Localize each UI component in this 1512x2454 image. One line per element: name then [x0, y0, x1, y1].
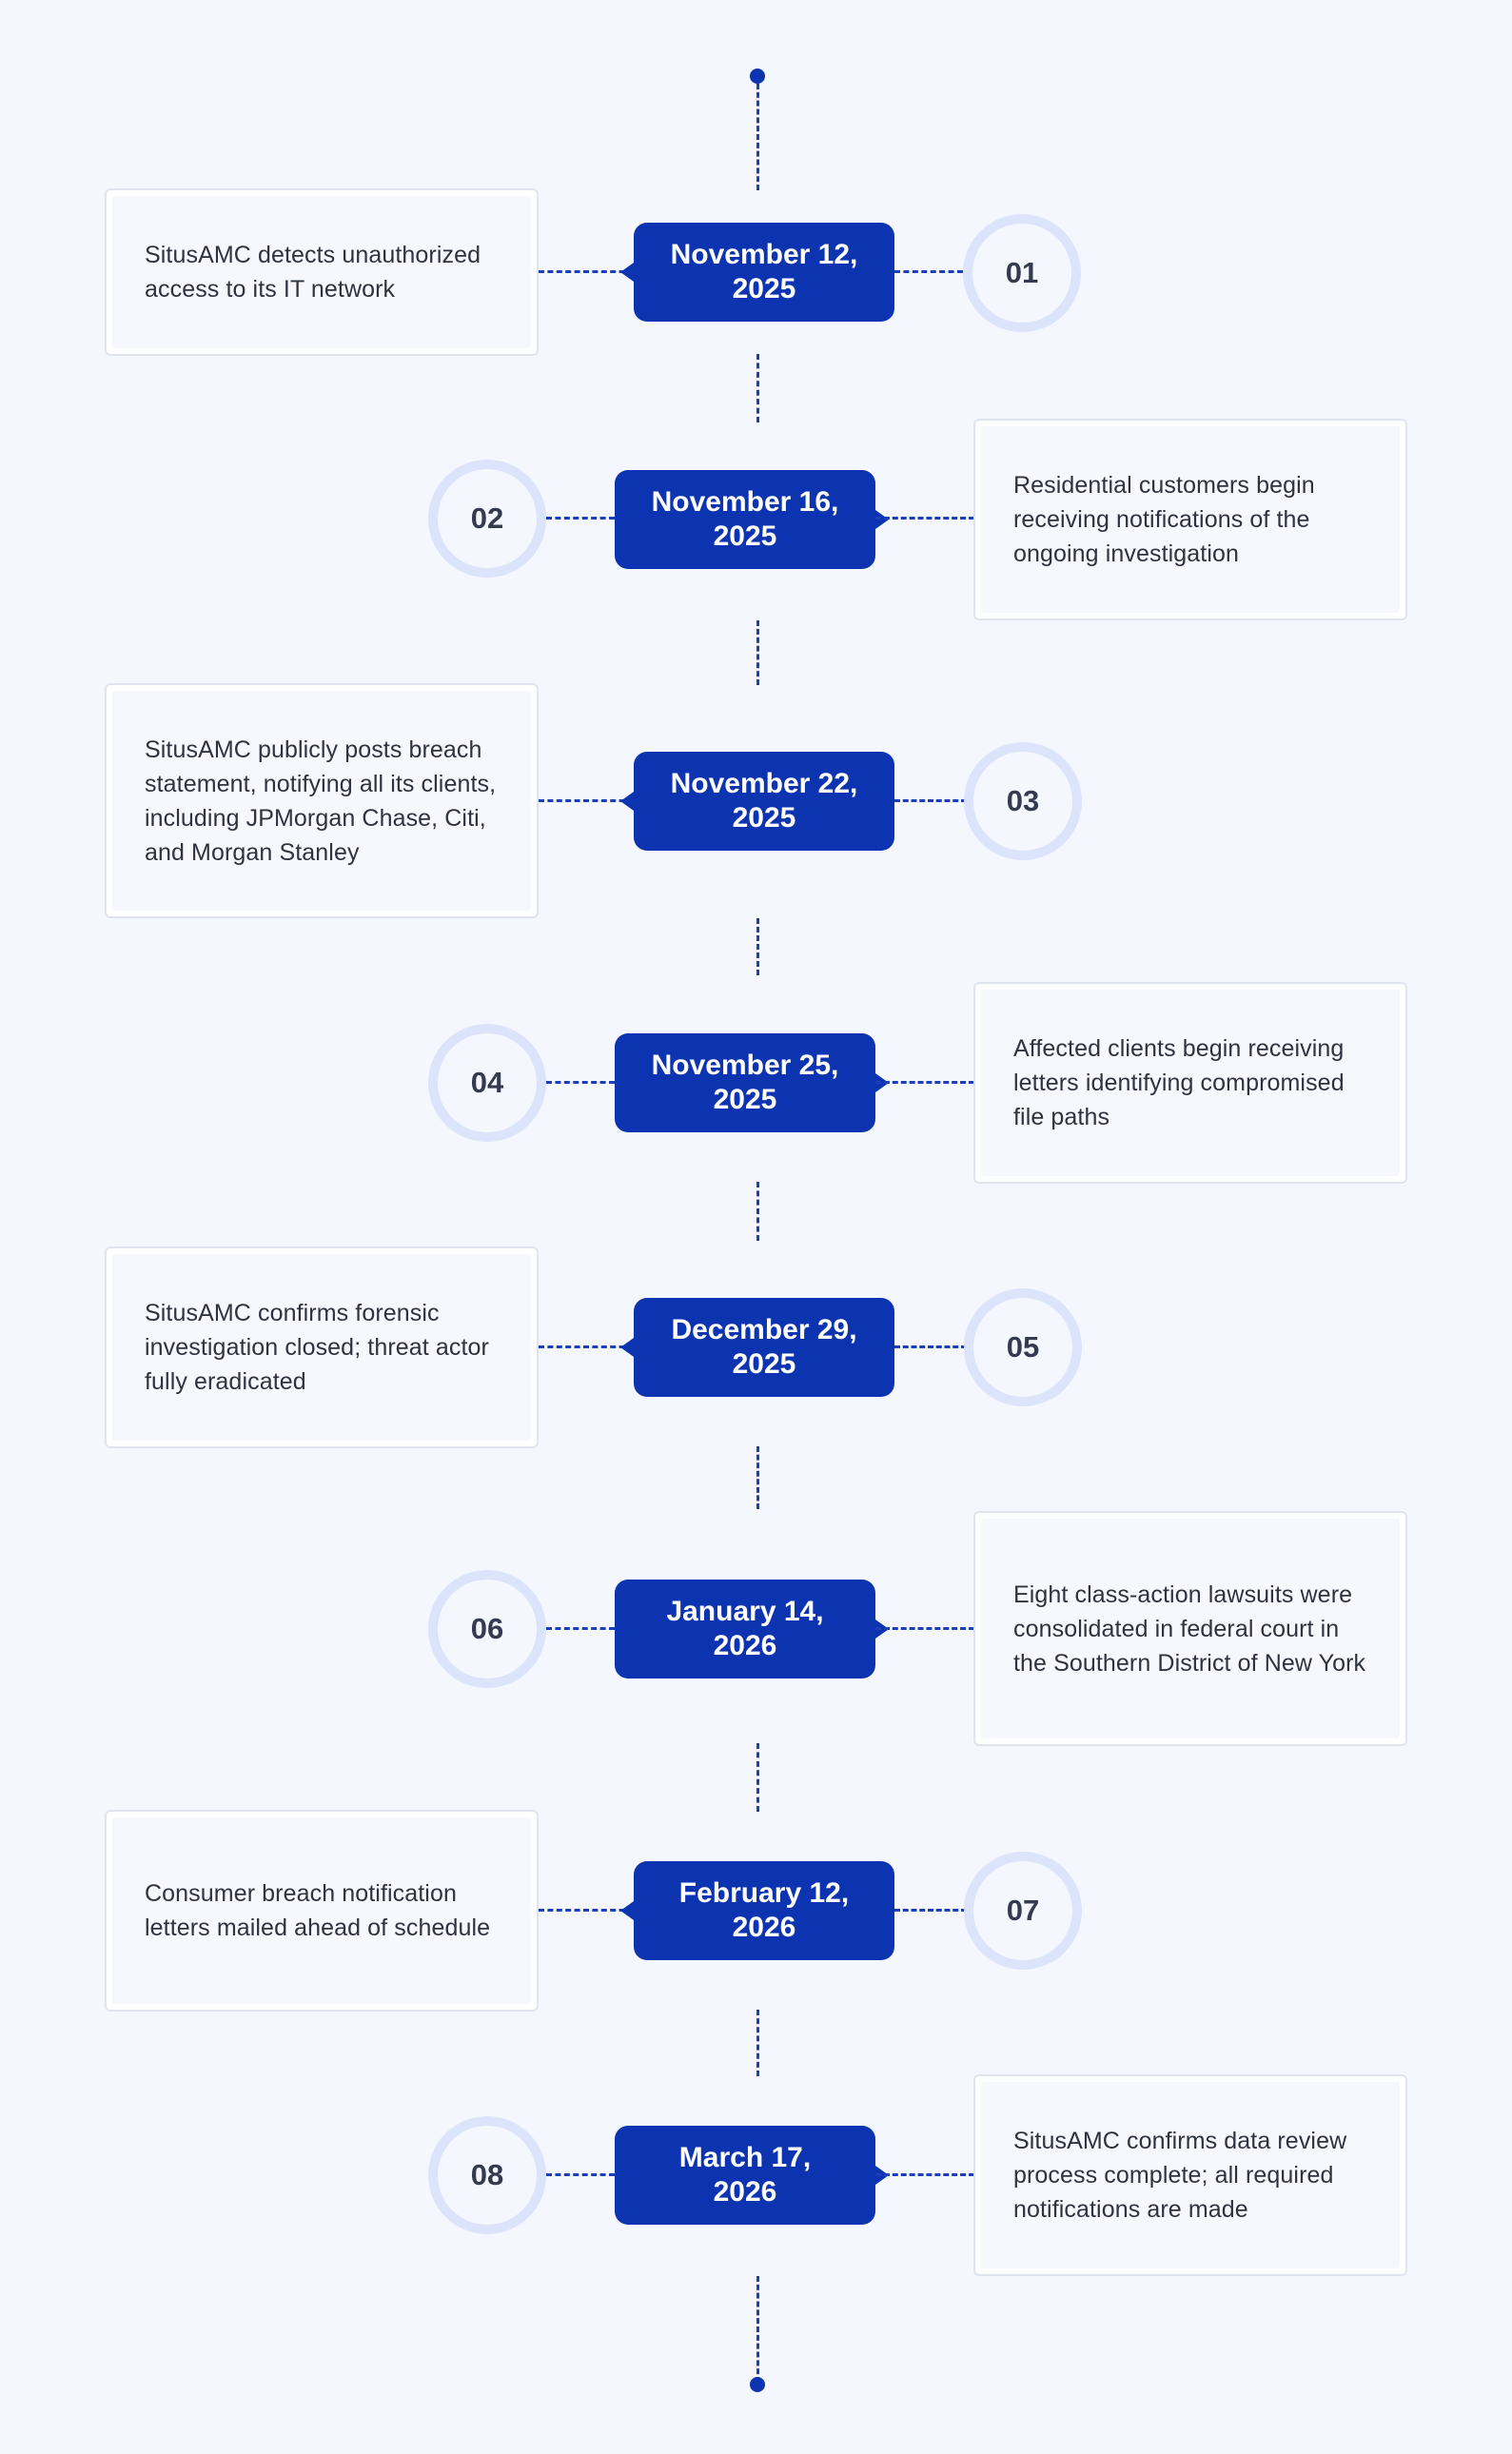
event-date-badge: January 14, 2026 — [615, 1580, 889, 1679]
event-number-badge: 07 — [964, 1852, 1082, 1970]
event-description: SitusAMC publicly posts breach statement… — [145, 736, 497, 866]
connector-line — [546, 2173, 615, 2176]
event-date: December 29, 2025 — [671, 1314, 857, 1380]
event-number-badge: 05 — [964, 1288, 1082, 1406]
event-date: November 22, 2025 — [670, 768, 858, 834]
connector-line — [546, 1627, 615, 1630]
timeline-connector — [756, 1182, 759, 1241]
event-date-badge: December 29, 2025 — [620, 1298, 894, 1397]
timeline-connector — [756, 1743, 759, 1812]
event-date: November 12, 2025 — [670, 239, 858, 304]
event-description-card: SitusAMC confirms forensic investigation… — [105, 1247, 539, 1448]
event-description-card: Consumer breach notification letters mai… — [105, 1810, 539, 2012]
connector-line — [539, 1345, 634, 1348]
event-number-badge: 08 — [428, 2116, 546, 2234]
event-number-badge: 02 — [428, 460, 546, 578]
connector-line — [539, 270, 634, 273]
event-description: Eight class-action lawsuits were consoli… — [1013, 1580, 1366, 1677]
event-date-badge: March 17, 2026 — [615, 2126, 889, 2225]
timeline-connector — [756, 354, 759, 422]
connector-line — [894, 1909, 967, 1912]
event-date: February 12, 2026 — [678, 1877, 850, 1943]
event-date: March 17, 2026 — [678, 2142, 812, 2208]
event-description-card: Residential customers begin receiving no… — [973, 419, 1407, 620]
event-date: November 16, 2025 — [651, 486, 839, 552]
event-number: 06 — [470, 1612, 504, 1645]
connector-line — [546, 1081, 615, 1084]
event-number: 05 — [1006, 1330, 1040, 1364]
timeline-connector — [756, 1446, 759, 1509]
connector-line — [894, 799, 967, 802]
event-description-card: SitusAMC confirms data review process co… — [973, 2074, 1407, 2276]
connector-line — [539, 1909, 634, 1912]
event-description: Affected clients begin receiving letters… — [1013, 1035, 1345, 1130]
connector-line — [539, 799, 634, 802]
event-description: Residential customers begin receiving no… — [1013, 472, 1315, 567]
timeline-connector — [756, 620, 759, 685]
timeline-connector — [756, 84, 759, 190]
connector-line — [894, 1345, 967, 1348]
connector-line — [875, 2173, 974, 2176]
event-date-badge: November 22, 2025 — [620, 752, 894, 851]
event-number: 08 — [470, 2158, 504, 2191]
event-date-badge: November 25, 2025 — [615, 1033, 889, 1132]
event-description: SitusAMC detects unauthorized access to … — [145, 242, 481, 303]
event-number-badge: 04 — [428, 1024, 546, 1142]
event-description-card: Affected clients begin receiving letters… — [973, 982, 1407, 1184]
event-number-badge: 06 — [428, 1570, 546, 1688]
connector-line — [875, 517, 974, 520]
timeline-end-dot — [750, 2377, 765, 2392]
timeline-connector — [756, 2276, 759, 2383]
connector-line — [894, 270, 963, 273]
event-number-badge: 01 — [963, 214, 1081, 332]
event-description-card: SitusAMC detects unauthorized access to … — [105, 188, 539, 356]
event-number: 02 — [470, 501, 504, 535]
event-number: 04 — [470, 1066, 504, 1099]
event-description-card: Eight class-action lawsuits were consoli… — [973, 1511, 1407, 1746]
event-description: SitusAMC confirms data review process co… — [1013, 2128, 1347, 2223]
event-number: 07 — [1006, 1894, 1040, 1927]
event-date-badge: November 12, 2025 — [620, 223, 894, 322]
timeline-connector — [756, 918, 759, 975]
event-description: Consumer breach notification letters mai… — [145, 1880, 491, 1941]
event-date-badge: February 12, 2026 — [620, 1861, 894, 1960]
connector-line — [875, 1627, 974, 1630]
timeline-start-dot — [750, 69, 765, 84]
event-number: 03 — [1006, 784, 1040, 817]
event-number-badge: 03 — [964, 742, 1082, 860]
event-number: 01 — [1005, 256, 1039, 289]
event-description-card: SitusAMC publicly posts breach statement… — [105, 683, 539, 918]
connector-line — [875, 1081, 974, 1084]
connector-line — [546, 517, 615, 520]
event-description: SitusAMC confirms forensic investigation… — [145, 1300, 489, 1395]
event-date: January 14, 2026 — [666, 1596, 824, 1661]
timeline-connector — [756, 2010, 759, 2076]
event-date-badge: November 16, 2025 — [615, 470, 889, 569]
event-date: November 25, 2025 — [651, 1050, 839, 1115]
